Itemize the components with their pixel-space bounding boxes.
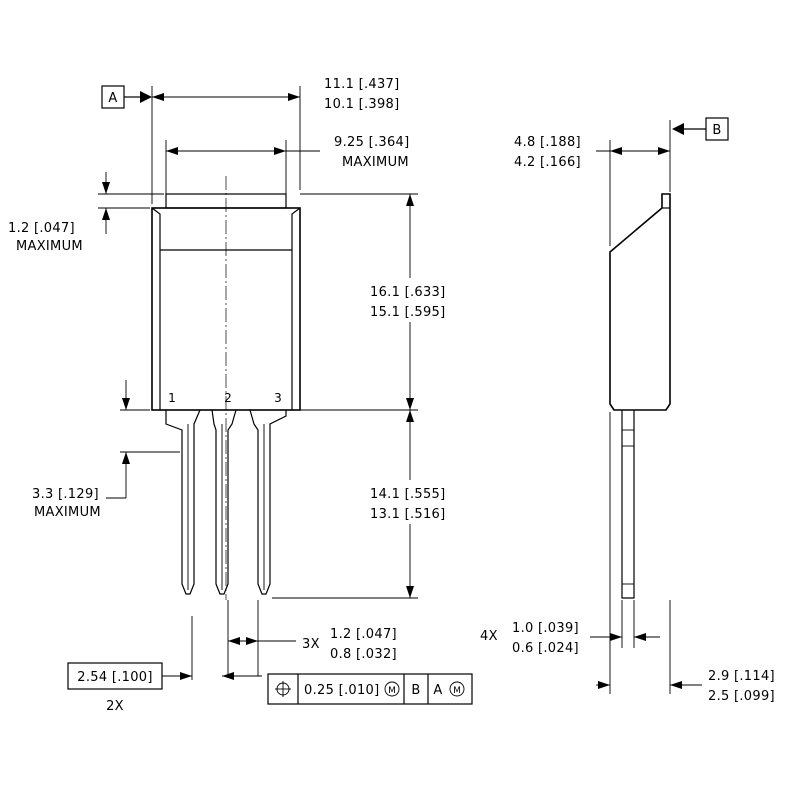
lead-len-min-text: 13.1 [.516] (370, 507, 445, 522)
dim-lead-width: 3X 1.2 [.047] 0.8 [.032] (227, 600, 397, 676)
front-view: 1 2 3 (151, 176, 301, 600)
fcf-datum-a: A (433, 683, 442, 698)
fcf-modifier: M (388, 686, 396, 696)
datum-a-marker: A (101, 85, 152, 109)
lead-w-min-text: 0.8 [.032] (330, 647, 397, 662)
shoulder-text: 3.3 [.129] (32, 487, 99, 502)
pitch-text: 2.54 [.100] (77, 670, 152, 685)
datum-a-label: A (108, 91, 117, 106)
lead-w-count: 3X (302, 637, 320, 652)
pitch-count: 2X (106, 699, 124, 714)
datum-b-marker: B (672, 117, 729, 141)
pin-2-label: 2 (224, 391, 232, 405)
width-min-text: 10.1 [.398] (324, 97, 399, 112)
thick-min-text: 4.2 [.166] (514, 155, 581, 170)
lead-t-min-text: 0.6 [.024] (512, 641, 579, 656)
feature-control-frame: 0.25 [.010] M B A M (267, 673, 473, 705)
lead-len-max-text: 14.1 [.555] (370, 487, 445, 502)
fcf-tolerance: 0.25 [.010] (304, 683, 379, 698)
thick-max-text: 4.8 [.188] (514, 135, 581, 150)
depth-min-text: 2.5 [.099] (708, 689, 775, 704)
shoulder-note: MAXIMUM (34, 505, 101, 520)
dim-lead-thickness: 4X 1.0 [.039] 0.6 [.024] (480, 600, 660, 656)
lead-t-count: 4X (480, 629, 498, 644)
fcf-datum-b: B (411, 683, 420, 698)
body-len-min-text: 15.1 [.595] (370, 305, 445, 320)
lead-3 (249, 409, 287, 595)
dim-tab-width: 9.25 [.364] MAXIMUM (165, 135, 409, 194)
side-view (609, 193, 671, 599)
depth-max-text: 2.9 [.114] (708, 669, 775, 684)
lead-w-max-text: 1.2 [.047] (330, 627, 397, 642)
dim-shoulder: 3.3 [.129] MAXIMUM (32, 380, 180, 520)
pin-1-label: 1 (168, 391, 176, 405)
side-body-outline (609, 193, 671, 411)
lead-2 (211, 409, 237, 595)
dim-body-length: 16.1 [.633] 15.1 [.595] (300, 193, 445, 411)
lead-t-max-text: 1.0 [.039] (512, 621, 579, 636)
width-max-text: 11.1 [.437] (324, 77, 399, 92)
side-lead-outline (621, 410, 635, 599)
lead-1 (165, 409, 201, 595)
body-chamfer (151, 207, 301, 410)
dim-depth: 2.9 [.114] 2.5 [.099] (596, 412, 775, 704)
tab-width-text: 9.25 [.364] (334, 135, 409, 150)
dim-tab-height: 1.2 [.047] MAXIMUM (8, 172, 164, 254)
dim-thickness: 4.8 [.188] 4.2 [.166] (514, 120, 671, 246)
dim-pitch: 2.54 [.100] 2X (67, 616, 262, 714)
pin-3-label: 3 (274, 391, 282, 405)
mmc-circle-2 (449, 681, 465, 697)
mmc-circle-1 (384, 681, 400, 697)
tab-width-note: MAXIMUM (342, 155, 409, 170)
tab-height-note: MAXIMUM (16, 239, 83, 254)
fcf-datum-a-modifier: M (453, 686, 461, 696)
datum-b-label: B (712, 123, 721, 138)
tab-height-text: 1.2 [.047] (8, 221, 75, 236)
dim-lead-length: 14.1 [.555] 13.1 [.516] (272, 410, 445, 599)
dim-overall-width: 11.1 [.437] 10.1 [.398] (151, 77, 399, 204)
body-len-max-text: 16.1 [.633] (370, 285, 445, 300)
